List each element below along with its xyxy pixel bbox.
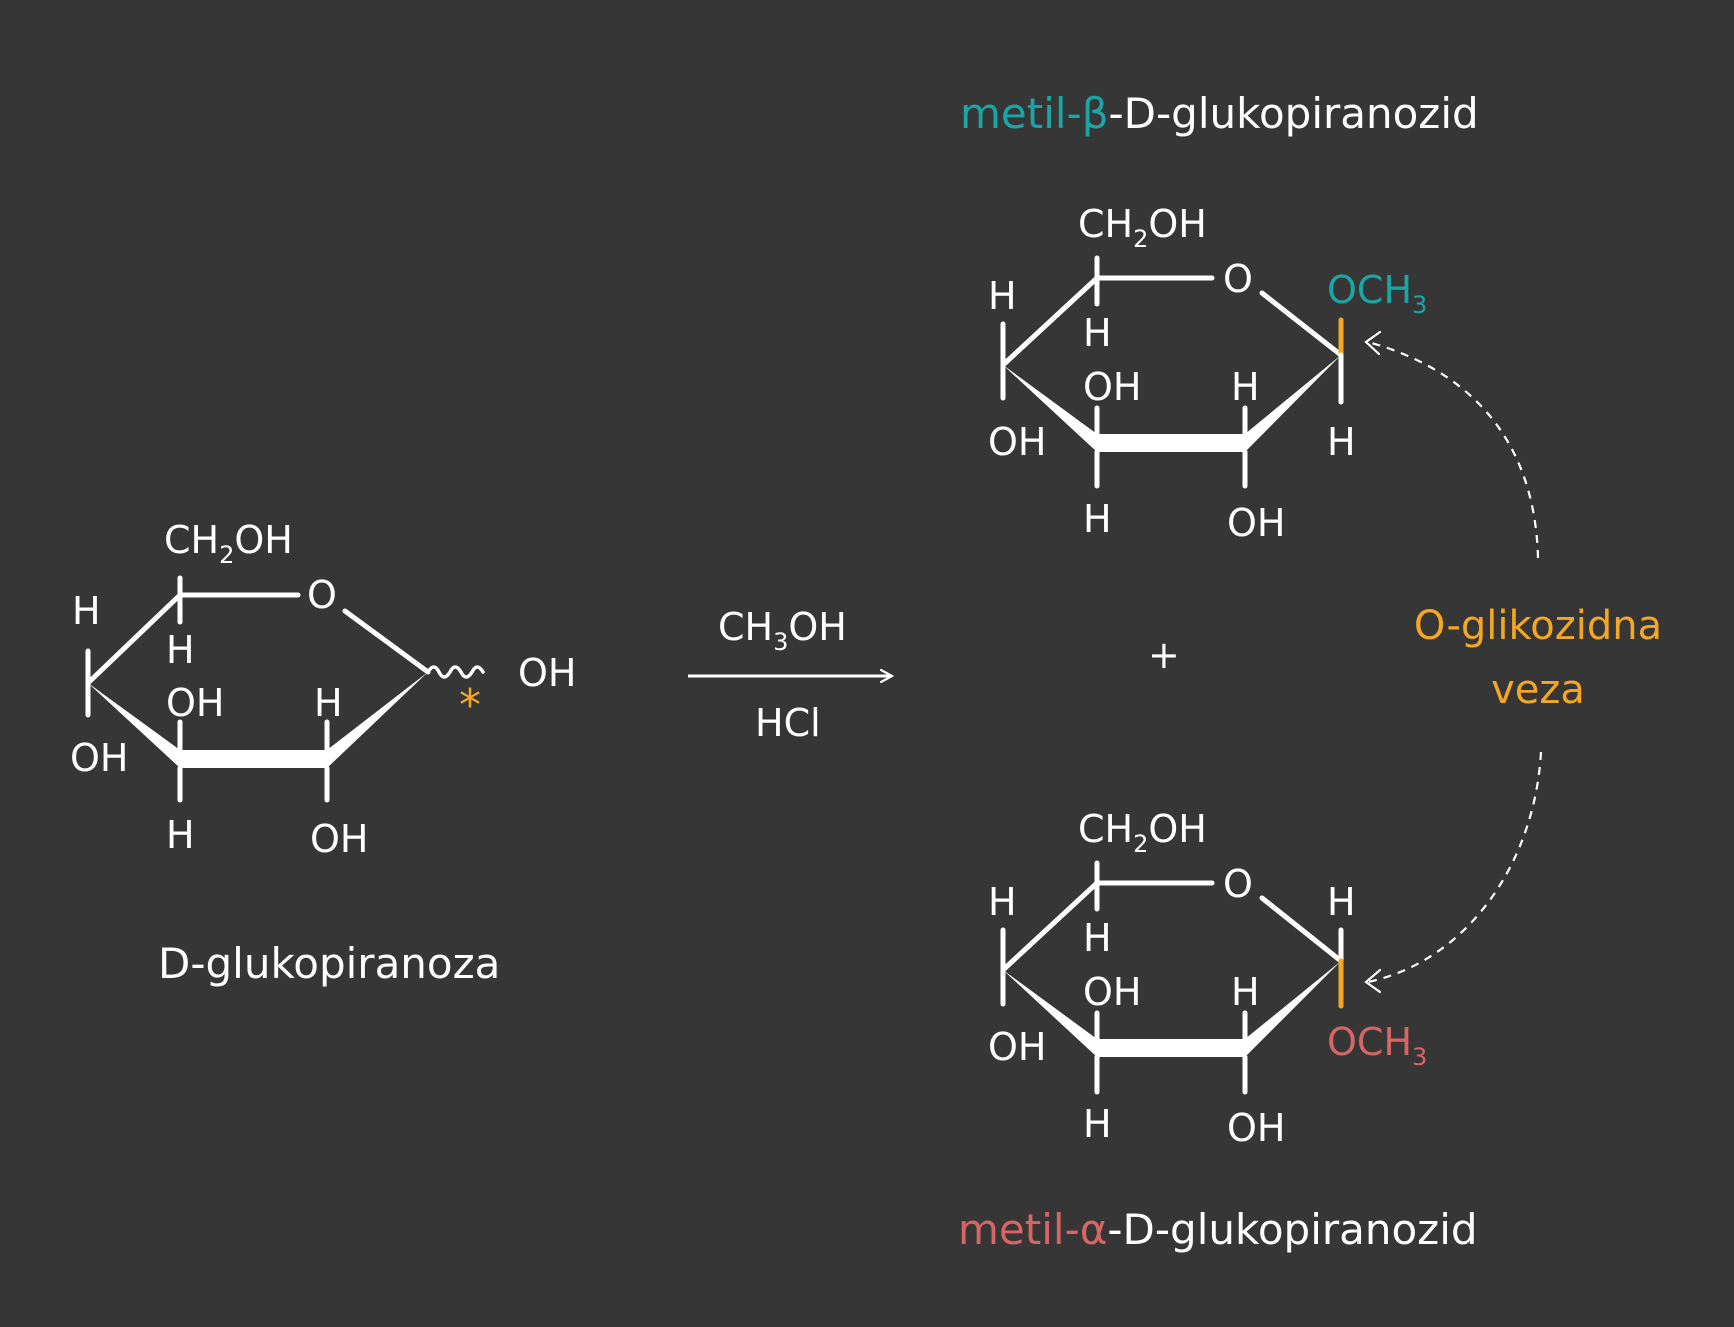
- c2-h-label: H: [1231, 365, 1260, 409]
- bond-c5-c4: [1000, 275, 1100, 368]
- wedge-c2-c1: [1245, 961, 1341, 1057]
- c2-oh-label: OH: [1227, 501, 1285, 545]
- c3-oh-label: OH: [1083, 365, 1141, 409]
- ring-oxygen-label: O: [1223, 257, 1253, 301]
- dashed-arrow-to-beta: [1367, 340, 1540, 559]
- c3-h-label: H: [166, 813, 195, 857]
- bond-c5-c4: [1000, 880, 1100, 973]
- glycosidic-bond-annotation: O-glikozidna veza: [1364, 330, 1662, 994]
- c2-oh-label: OH: [310, 817, 368, 861]
- arrowhead-alpha-icon: [1364, 968, 1382, 994]
- plus-sign: +: [1148, 633, 1180, 677]
- reagent-top-label: CH3OH: [718, 605, 847, 656]
- c3-oh-label: OH: [1083, 970, 1141, 1014]
- ring-oxygen-label: O: [307, 573, 337, 617]
- wavy-bond-anomeric: [426, 665, 485, 679]
- beta-product-structure: CH2OH O OCH3 H H OH H OH H H OH: [988, 202, 1427, 545]
- c6-group-label: CH2OH: [1078, 807, 1207, 858]
- glycosidic-bond-label-line2: veza: [1491, 667, 1585, 713]
- ring-oxygen-label: O: [1223, 862, 1253, 906]
- wedge-c2-c1: [327, 672, 428, 768]
- wedge-c4-c3: [88, 683, 180, 768]
- beta-product-name: metil-β-D-glukopiranozid: [960, 89, 1479, 138]
- c6-group-label: CH2OH: [164, 518, 293, 569]
- wedge-c4-c3: [1003, 970, 1097, 1057]
- c1-h-label: H: [1327, 420, 1356, 464]
- c5-h-label: H: [1083, 311, 1112, 355]
- och3-label: OCH3: [1327, 268, 1427, 319]
- bond-o-c1: [1259, 290, 1344, 358]
- bold-bond-c3-c2: [1097, 434, 1245, 452]
- c4-oh-label: OH: [988, 420, 1046, 464]
- c2-oh-label: OH: [1227, 1106, 1285, 1150]
- bold-bond-c3-c2: [180, 750, 327, 768]
- arrowhead-beta-icon: [1364, 330, 1382, 356]
- och3-label: OCH3: [1327, 1020, 1427, 1071]
- reaction-arrow-group: CH3OH HCl: [688, 605, 892, 745]
- dashed-arrow-to-alpha: [1367, 751, 1543, 984]
- c5-h-label: H: [1083, 916, 1112, 960]
- c2-h-label: H: [1231, 970, 1260, 1014]
- c4-h-label: H: [72, 589, 101, 633]
- wedge-c4-c3: [1003, 365, 1097, 452]
- bold-bond-c3-c2: [1097, 1039, 1245, 1057]
- anomeric-star-icon: *: [459, 680, 481, 731]
- c2-h-label: H: [314, 681, 343, 725]
- c6-group-label: CH2OH: [1078, 202, 1207, 253]
- c4-h-label: H: [988, 880, 1017, 924]
- wedge-c2-c1: [1245, 355, 1341, 452]
- c1-h-label: H: [1327, 880, 1356, 924]
- bond-c5-c4: [85, 592, 183, 686]
- c3-h-label: H: [1083, 1102, 1112, 1146]
- bond-o-c1: [342, 608, 431, 675]
- reactant-structure: CH2OH O H H OH H OH H OH OH *: [70, 518, 576, 861]
- glycosidic-bond-label-line1: O-glikozidna: [1414, 603, 1662, 649]
- c4-oh-label: OH: [988, 1025, 1046, 1069]
- bond-o-c1: [1259, 895, 1344, 964]
- reactant-name: D-glukopiranoza: [158, 939, 500, 988]
- c3-oh-label: OH: [166, 681, 224, 725]
- c5-h-label: H: [166, 628, 195, 672]
- c4-oh-label: OH: [70, 736, 128, 780]
- c4-h-label: H: [988, 274, 1017, 318]
- alpha-product-name: metil-α-D-glukopiranozid: [958, 1205, 1478, 1254]
- reagent-bottom-label: HCl: [755, 701, 821, 745]
- alpha-product-structure: CH2OH O H H H OH H OH OCH3 H OH: [988, 807, 1427, 1150]
- c3-h-label: H: [1083, 497, 1112, 541]
- anomeric-oh-label: OH: [518, 651, 576, 695]
